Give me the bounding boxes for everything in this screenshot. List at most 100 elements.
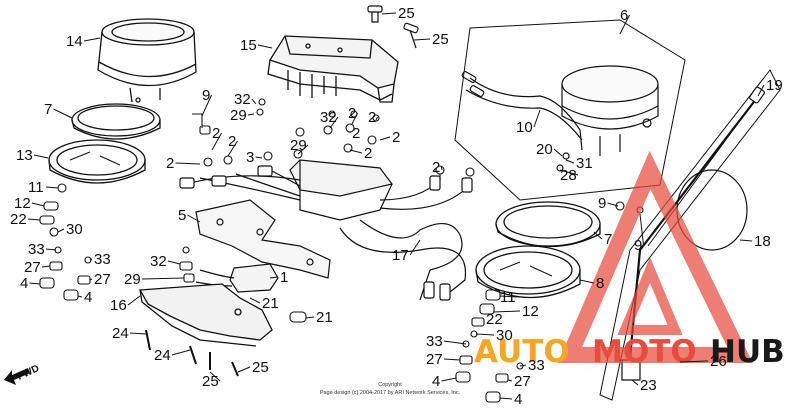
- leader-c12a: [31, 202, 45, 207]
- meter-bezel-7: [71, 103, 161, 140]
- leader-c5: [187, 214, 201, 223]
- callout-c2i: 2: [432, 159, 440, 176]
- leader-c30b: [475, 333, 495, 336]
- callout-c21b: 21: [316, 309, 333, 326]
- callout-c30b: 30: [496, 327, 513, 344]
- leader-c11a: [45, 186, 59, 189]
- leader-c25c: [209, 371, 221, 382]
- leader-c26: [679, 360, 709, 363]
- leader-c2e: [375, 116, 378, 121]
- meter-dial-8: [475, 245, 581, 299]
- leader-c2c: [175, 162, 201, 165]
- callout-c12b: 12: [522, 303, 539, 320]
- callout-c24b: 24: [154, 347, 171, 364]
- watermark-logo: AUTO MOTO HUB: [474, 150, 785, 370]
- leader-c15: [257, 44, 273, 49]
- leader-c2g: [379, 136, 391, 141]
- callout-c12a: 12: [14, 195, 31, 212]
- callout-c25a: 25: [398, 5, 415, 22]
- callout-c31: 31: [576, 155, 593, 172]
- leader-c33d: [519, 364, 527, 367]
- callout-c29a: 29: [230, 107, 247, 124]
- leader-c31: [565, 159, 575, 164]
- leader-c9b: [607, 202, 619, 207]
- watermark-text-auto: AUTO: [474, 334, 570, 370]
- leader-c27d: [507, 379, 513, 382]
- leader-c7a: [53, 108, 73, 119]
- watermark-text-moto: MOTO: [592, 334, 697, 370]
- leader-c7b: [593, 231, 603, 240]
- leader-c13: [33, 154, 49, 159]
- callout-c2g: 2: [392, 129, 400, 146]
- callout-c6: 6: [620, 7, 628, 24]
- callout-c27d: 27: [514, 373, 531, 390]
- callout-c33d: 33: [528, 357, 545, 374]
- leader-c10: [533, 109, 541, 128]
- callout-c2b: 2: [228, 133, 236, 150]
- leader-c33c: [443, 340, 467, 345]
- leader-c4d: [499, 397, 513, 400]
- callout-c9b: 9: [598, 195, 606, 212]
- leader-c33a: [45, 248, 57, 251]
- callout-c4b: 4: [84, 289, 92, 306]
- callout-c33a: 33: [28, 241, 45, 258]
- callout-c5: 5: [178, 207, 186, 224]
- callout-c1: 1: [280, 269, 288, 286]
- meter-bezel-7-right: [495, 201, 601, 248]
- leader-c9a: [201, 94, 212, 117]
- callout-c9a: 9: [202, 87, 210, 104]
- leader-c1: [269, 276, 279, 279]
- callout-c20: 20: [536, 141, 553, 158]
- callout-c2d: 2: [348, 105, 356, 122]
- leader-c3: [255, 156, 263, 159]
- leader-c2h: [349, 149, 363, 154]
- leader-c9c: [639, 213, 644, 246]
- leader-c6: [619, 14, 630, 35]
- leader-c29a: [247, 113, 255, 116]
- callout-c23: 23: [640, 377, 657, 394]
- leader-c4b: [77, 295, 83, 298]
- leader-c21a: [249, 297, 261, 304]
- callout-c4a: 4: [20, 275, 28, 292]
- callout-c3: 3: [246, 149, 254, 166]
- watermark-text-hub: HUB: [710, 334, 785, 370]
- callout-c19: 19: [766, 77, 783, 94]
- callout-c10: 10: [516, 119, 533, 136]
- callout-leaders: [27, 12, 765, 400]
- copyright-line-2: Page design (c) 2004-2017 by ARI Network…: [320, 390, 461, 396]
- leader-c8: [579, 279, 595, 284]
- callout-c25d: 25: [252, 359, 269, 376]
- callout-c2c: 2: [166, 155, 174, 172]
- leader-c32a: [251, 98, 257, 105]
- lower-cover-16: [138, 283, 273, 377]
- callout-c8: 8: [596, 275, 604, 292]
- meter-housing-15: [267, 35, 399, 103]
- leader-c32b: [329, 116, 339, 129]
- callout-c25c: 25: [202, 373, 219, 390]
- callout-c32a: 32: [234, 91, 251, 108]
- callout-c4c: 4: [432, 373, 440, 390]
- bolt-25-top: [367, 5, 419, 49]
- leader-c24b: [171, 349, 191, 356]
- copyright-line-1: Copyright: [378, 382, 402, 388]
- leader-c30a: [57, 228, 65, 233]
- callout-c27a: 27: [24, 259, 41, 276]
- callout-c7a: 7: [44, 101, 52, 118]
- callout-c11a: 11: [28, 179, 44, 196]
- leader-c4a: [29, 282, 41, 285]
- callout-c22b: 22: [486, 311, 503, 328]
- leader-c24a: [129, 332, 147, 335]
- callout-c17: 17: [392, 247, 409, 264]
- callout-c30a: 30: [66, 221, 83, 238]
- callout-c9c: 9: [634, 237, 642, 254]
- meter-case-14: [97, 18, 197, 103]
- callout-c14: 14: [66, 33, 83, 50]
- callout-c11b: 11: [500, 289, 516, 306]
- callout-c2a: 2: [212, 125, 220, 142]
- callout-c27c: 27: [426, 351, 443, 368]
- leader-c19: [757, 84, 765, 97]
- callout-c32b: 32: [320, 109, 337, 126]
- leader-c2i: [441, 166, 443, 171]
